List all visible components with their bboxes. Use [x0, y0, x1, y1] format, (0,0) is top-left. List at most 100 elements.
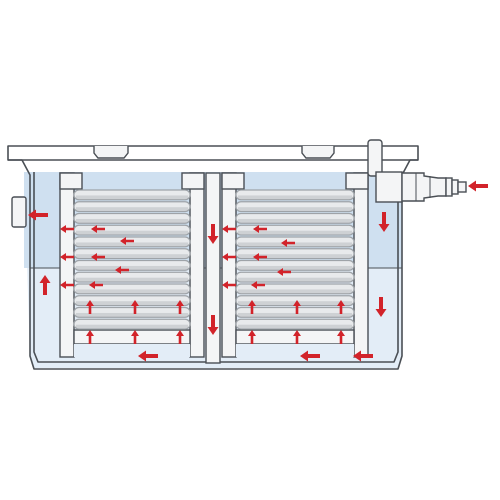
sponge-rib-shade [76, 301, 188, 305]
sponge1-up-arrow-4 [86, 330, 94, 344]
sponge-rib-shade [76, 277, 188, 282]
sponge-rib-shade [76, 230, 188, 235]
sponge-rib [73, 318, 191, 330]
sponge-rib-shade [76, 289, 188, 293]
bottom-channel2-arrow-a [300, 350, 320, 362]
inlet-pipe [367, 139, 467, 203]
chamber2-right-cap [345, 172, 369, 190]
chamber-1 [59, 172, 205, 358]
sponge-rib-shade [238, 265, 352, 270]
bottom-channel1-arrow [138, 350, 158, 362]
sponge-rib-shade [238, 312, 352, 317]
bottom-channel2-arrow-b [353, 350, 373, 362]
inlet-body [375, 171, 403, 203]
sponge-rib [235, 318, 355, 330]
sponge-rib [73, 283, 191, 295]
sponge-rib [235, 189, 355, 201]
sponge-block-1 [73, 189, 191, 330]
sponge-rib-shade [238, 254, 352, 258]
chamber1-right-cap [181, 172, 205, 190]
sponge2-up-arrow-4 [248, 330, 256, 344]
sponge-rib [235, 212, 355, 224]
sponge-rib [235, 306, 355, 318]
sponge2-row1-arrow-b [253, 225, 267, 233]
sponge-rib-shade [238, 324, 352, 329]
chamber1-left-cap [59, 172, 83, 190]
chamber2-right-rail [353, 172, 369, 358]
lid-clip-left [93, 146, 129, 159]
sponge-rib [73, 189, 191, 201]
sponge1-up-arrow-2 [131, 300, 139, 314]
inlet-down-arrow-2 [375, 297, 387, 317]
sponge-rib-shade [238, 289, 352, 293]
sponge-rib [73, 259, 191, 271]
sponge-rib-shade [76, 195, 188, 199]
sponge-rib-shade [76, 312, 188, 317]
sponge-rib [73, 306, 191, 318]
inlet-down-arrow-1 [378, 212, 390, 232]
inlet-hose-barb-1 [445, 177, 453, 197]
sponge2-up-arrow-1 [248, 300, 256, 314]
inlet-collar [367, 139, 383, 177]
sponge1-row4-arrow-a [60, 281, 74, 289]
inlet-hose-barb-2 [451, 179, 459, 195]
sponge1-row3-arrow-b [115, 266, 129, 274]
chamber2-left-cap [221, 172, 245, 190]
middle-divider [205, 172, 221, 364]
chamber2-base-channel [236, 344, 354, 357]
middle-down-arrow-2 [207, 315, 219, 335]
sponge2-up-arrow-3 [337, 300, 345, 314]
sponge-rib-shade [238, 207, 352, 211]
sponge1-up-arrow-3 [176, 300, 184, 314]
sponge1-row2-arrow-a [120, 237, 134, 245]
sponge-rib-shade [238, 301, 352, 305]
sponge-rib-shade [76, 324, 188, 329]
sponge2-row4-arrow-b [251, 281, 265, 289]
sponge-rib-shade [76, 218, 188, 223]
sponge1-row4-arrow-b [89, 281, 103, 289]
chamber2-left-rail [221, 172, 237, 358]
sponge-rib [235, 259, 355, 271]
sponge-rib-shade [76, 242, 188, 246]
sponge2-up-arrow-6 [337, 330, 345, 344]
sponge-rib-shade [76, 207, 188, 211]
chamber-2 [221, 172, 369, 358]
flow-arrows [28, 180, 488, 362]
sponge1-row1-arrow-b [91, 225, 105, 233]
left-outlet-flap [11, 196, 27, 228]
sponge-rib [73, 271, 191, 283]
sponge1-up-arrow-5 [131, 330, 139, 344]
sponge2-row4-arrow-a [222, 281, 236, 289]
sponge2-row2-arrow-a [281, 239, 295, 247]
inlet-arrow [468, 180, 488, 192]
chamber2-bottom-plate [235, 329, 355, 345]
sponge2-row2-arrow-b [222, 253, 236, 261]
inlet-hose-barb-3 [457, 181, 467, 193]
sponge-rib-shade [238, 218, 352, 223]
sponge-rib-shade [238, 195, 352, 199]
sponge-rib [235, 201, 355, 213]
sponge-rib [235, 283, 355, 295]
sponge1-up-arrow-6 [176, 330, 184, 344]
inlet-nozzle [401, 172, 447, 202]
sponge-rib-shade [238, 230, 352, 235]
sponge-rib [73, 201, 191, 213]
chamber1-base-channel [74, 344, 190, 357]
chamber1-right-rail [189, 172, 205, 358]
sponge-rib [235, 271, 355, 283]
chamber1-left-rail [59, 172, 75, 358]
lid-clip-right [301, 146, 335, 159]
sponge1-up-arrow-1 [86, 300, 94, 314]
sponge1-row3-arrow-a [91, 253, 105, 261]
chamber1-outflow-arrow [28, 209, 48, 221]
sponge1-row1-arrow-a [60, 225, 74, 233]
sponge-rib-shade [76, 265, 188, 270]
sponge-rib [73, 212, 191, 224]
sponge2-row1-arrow-a [222, 225, 236, 233]
middle-down-arrow-1 [207, 224, 219, 244]
sponge-rib-shade [76, 254, 188, 258]
sponge2-row3-arrow-b [277, 268, 291, 276]
sponge1-row2-arrow-b [60, 253, 74, 261]
